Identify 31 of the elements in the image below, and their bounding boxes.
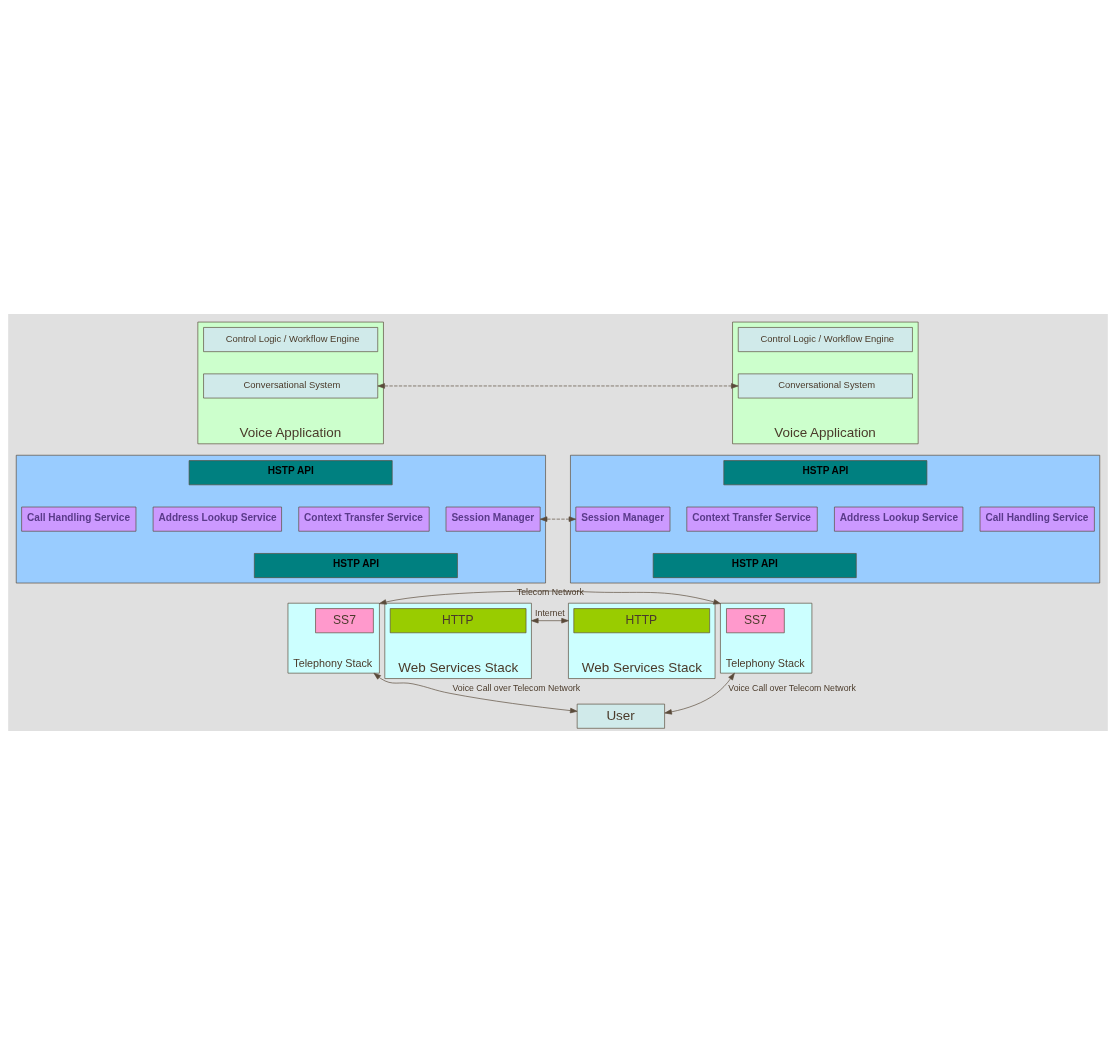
node-box: HTTP <box>389 607 527 633</box>
node-box: SS7 <box>315 607 374 633</box>
edge-label: Internet <box>535 607 565 618</box>
node-box: HSTP API <box>254 552 458 578</box>
node-box: Call Handling Service <box>979 506 1095 532</box>
arrow <box>531 617 569 623</box>
node-box: Conversational System <box>203 373 379 398</box>
node-box: Control Logic / Workflow Engine <box>737 326 913 352</box>
node-box: SS7 <box>726 607 785 633</box>
arrow <box>379 590 721 605</box>
node-box: Conversational System <box>737 373 913 398</box>
arrow <box>377 382 739 389</box>
node-box: Address Lookup Service <box>152 506 282 532</box>
node-box: Address Lookup Service <box>834 506 964 532</box>
node-box: Context Transfer Service <box>298 506 430 532</box>
node-box: HSTP API <box>188 459 393 485</box>
arrow <box>539 515 577 522</box>
node-box: User <box>576 703 665 729</box>
arrow <box>664 672 735 714</box>
edge-label: Voice Call over Telecom Network <box>452 682 581 693</box>
node-box: Call Handling Service <box>21 506 137 532</box>
node-box: Context Transfer Service <box>686 506 818 532</box>
node-box: Session Manager <box>575 506 671 532</box>
edge-label: Telecom Network <box>516 586 584 597</box>
node-box: Control Logic / Workflow Engine <box>203 326 379 352</box>
node-box: Session Manager <box>445 506 541 532</box>
node-box: HTTP <box>573 607 710 633</box>
arrow <box>373 672 578 713</box>
node-box: HSTP API <box>652 552 857 578</box>
edge-label: Voice Call over Telecom Network <box>728 682 856 693</box>
node-box: HSTP API <box>723 459 928 485</box>
